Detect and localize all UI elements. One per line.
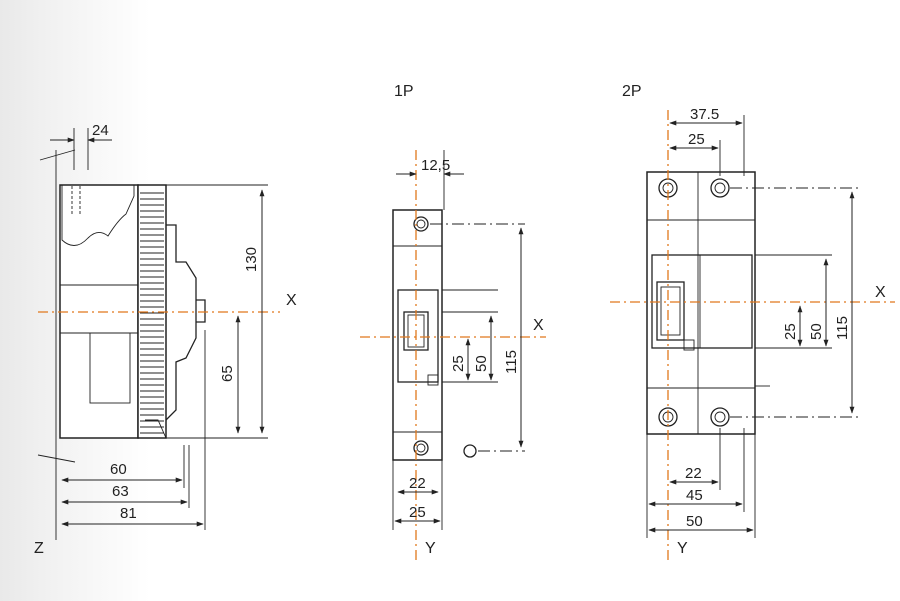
view-2p-title: 2P (622, 83, 642, 100)
view-2p-dim50w-value: 50 (686, 513, 703, 530)
view-1p: 1P X Y 12,5 25 50 (360, 83, 546, 560)
view-2p-dim115-value: 115 (834, 316, 851, 340)
view-2p-toggle-inner (660, 286, 681, 336)
view-1p-handle-frame (397, 289, 439, 383)
view-1p-dim125-value: 12,5 (421, 157, 450, 174)
view-2p-body (646, 171, 756, 435)
side-cutaway (61, 185, 135, 246)
view-2p-indicator (683, 339, 695, 351)
side-front-profile (165, 224, 197, 421)
view-1p-dim25w-value: 25 (409, 504, 426, 521)
view-1p-bottom-screw-inner (416, 443, 426, 453)
view-2p-dim45-value: 45 (686, 487, 703, 504)
view-1p-dim25-value: 25 (450, 355, 467, 372)
side-inner-block (89, 332, 131, 404)
side-dim24-value: 24 (92, 122, 109, 139)
view-1p-axis-x-label: X (533, 317, 544, 334)
view-2p-dim22-value: 22 (685, 465, 702, 482)
view-1p-bottom-screw (413, 440, 429, 456)
view-2p-screw-br-inner (714, 411, 726, 423)
view-1p-title: 1P (394, 83, 414, 100)
side-dim130-value: 130 (243, 247, 260, 272)
view-2p-screw-tr (710, 178, 730, 198)
side-dim65-value: 65 (219, 365, 236, 382)
view-1p-side-circle (463, 444, 477, 458)
view-2p-dim375-value: 37.5 (690, 106, 719, 123)
view-1p-indicator (427, 374, 439, 386)
side-axis-z-label: Z (34, 540, 44, 557)
view-2p-dim25top-value: 25 (688, 131, 705, 148)
view-2p-dim25-value: 25 (782, 323, 799, 340)
view-1p-dim115-value: 115 (503, 350, 520, 374)
view-1p-dim50-value: 50 (473, 355, 490, 372)
side-ribs (140, 192, 164, 434)
view-1p-top-screw-inner (416, 219, 426, 229)
view-2p-screw-br (710, 407, 730, 427)
side-view: X 24 130 65 60 63 81 Z (34, 122, 297, 557)
side-dim81-value: 81 (120, 505, 137, 522)
side-foot (145, 419, 167, 439)
view-1p-body (392, 209, 443, 461)
view-2p-axis-y-label: Y (677, 540, 688, 557)
side-dim60-value: 60 (110, 461, 127, 478)
view-2p-axis-x-label: X (875, 284, 886, 301)
view-2p-screw-tr-inner (714, 182, 726, 194)
side-axis-x-label: X (286, 292, 297, 309)
side-break-lines (37, 149, 76, 463)
view-1p-axis-y-label: Y (425, 540, 436, 557)
view-2p-toggle (656, 281, 685, 341)
view-2p-dim50-value: 50 (808, 323, 825, 340)
view-1p-top-screw (413, 216, 429, 232)
view-2p: 2P X Y 37.5 25 (610, 83, 895, 560)
view-1p-dim22-value: 22 (409, 475, 426, 492)
side-dim63-value: 63 (112, 483, 129, 500)
side-handle (196, 299, 206, 323)
